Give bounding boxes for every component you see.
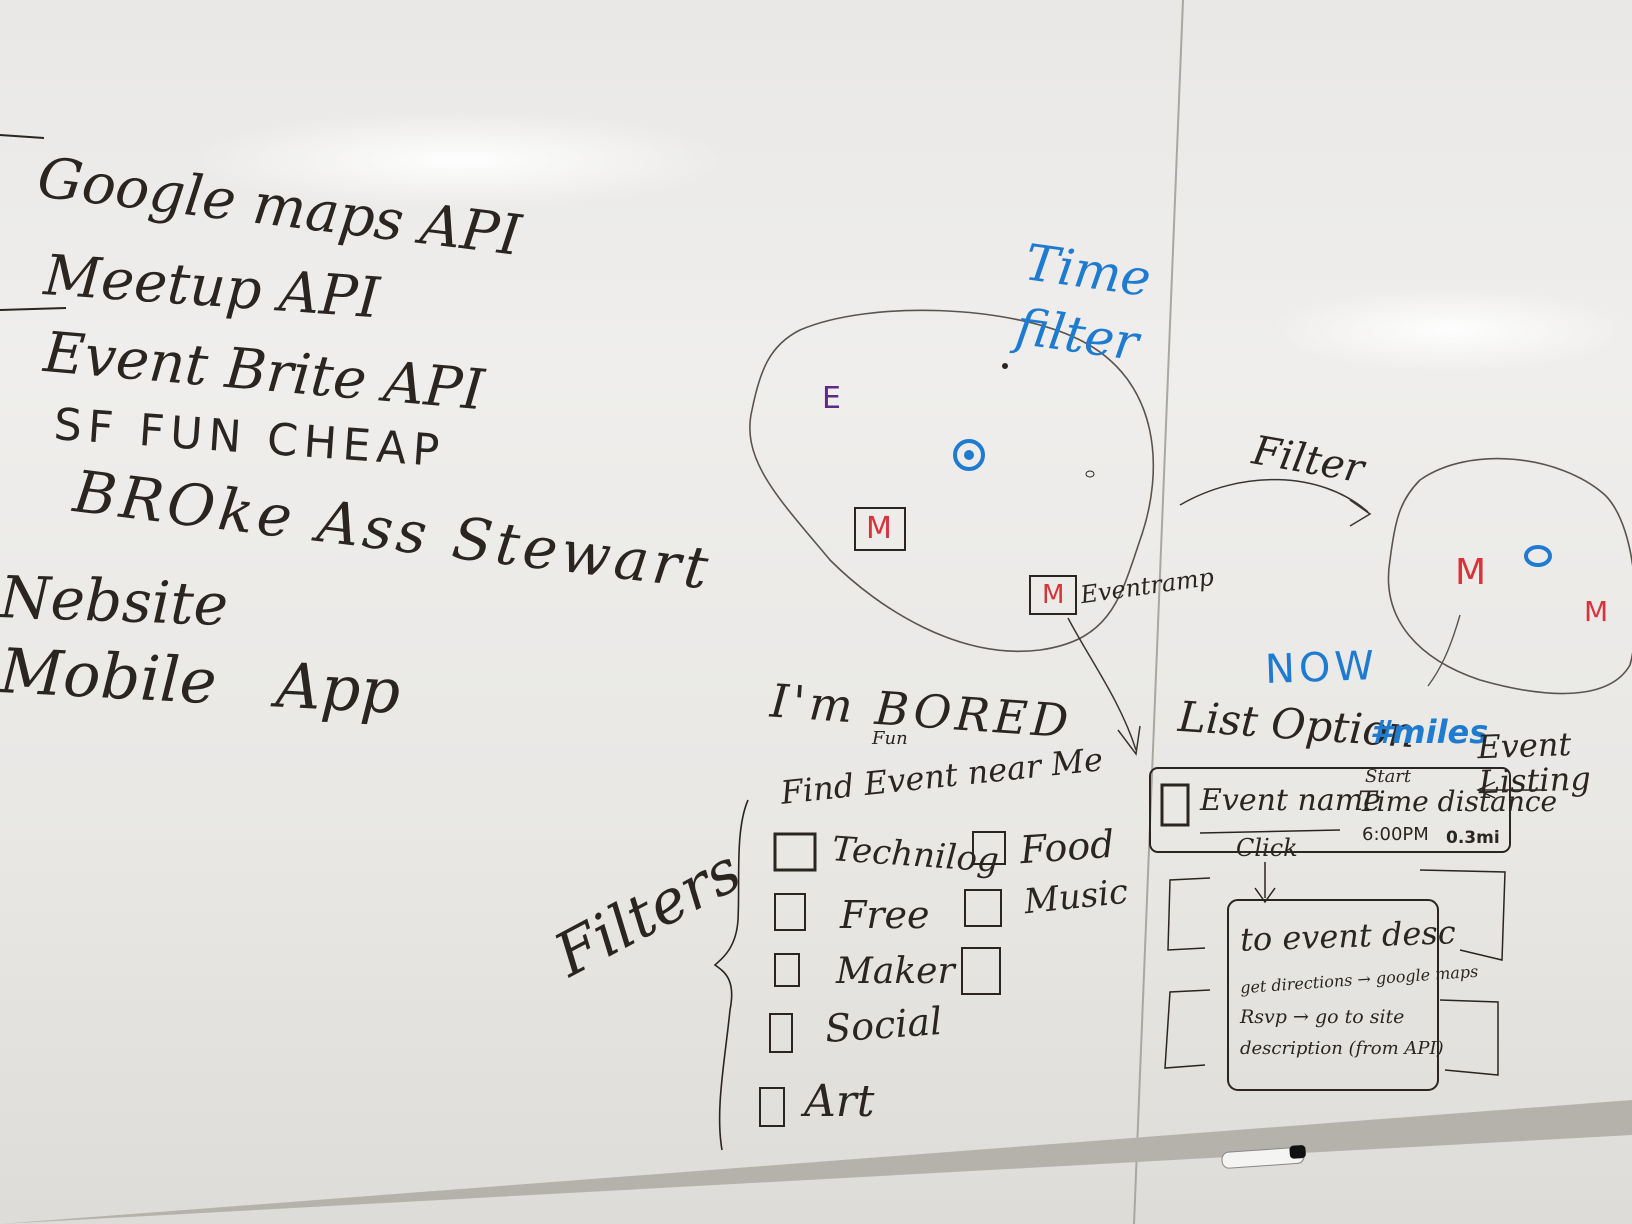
click-label: Click: [1236, 834, 1298, 862]
map-dot: [1085, 470, 1095, 478]
event-desc-box: [1227, 899, 1439, 1091]
filtered-map-outline: [1387, 457, 1632, 695]
listing-row-ghost: [1164, 989, 1211, 1069]
description-line: description (from API): [1240, 1038, 1444, 1059]
event-distance-value: 0.3mi: [1446, 828, 1500, 848]
arrowhead: [1349, 499, 1372, 527]
checkbox-art[interactable]: [759, 1087, 785, 1127]
rsvp-line: Rsvp → go to site: [1240, 1006, 1405, 1028]
event-row-outline[interactable]: [1149, 767, 1511, 853]
fun-annotation: Fun: [872, 728, 908, 749]
board-seam: [1133, 0, 1184, 1224]
listing-row-ghost: [1419, 869, 1506, 961]
event-row-thumbnail: [1160, 783, 1190, 827]
filter-label-social: Social: [823, 998, 944, 1052]
platform-website: Nebsite: [0, 563, 230, 639]
map-pointer: [1427, 614, 1461, 687]
map-area-outline: [749, 309, 1155, 652]
blue-location-pin: [953, 439, 985, 471]
listing-row-ghost: [1439, 999, 1499, 1076]
checkbox-free[interactable]: [774, 893, 806, 931]
eventramp-arrow: [1067, 617, 1137, 751]
filter-label-free: Free: [840, 893, 930, 937]
marker-tray: [0, 1100, 1632, 1224]
filter-arrow: [1179, 478, 1369, 513]
filter-label-maker: Maker: [836, 951, 955, 992]
start-label: Start: [1365, 766, 1412, 787]
filtered-meetup-marker: M: [1584, 595, 1609, 628]
checkbox-music[interactable]: [964, 889, 1002, 927]
miles-label: #miles: [1370, 713, 1489, 751]
time-distance-label: Time distance: [1358, 785, 1558, 818]
now-label: NOW: [1264, 643, 1379, 693]
meetup-marker-box: [854, 507, 906, 551]
filter-label-art: Art: [804, 1076, 875, 1127]
checkbox-social[interactable]: [769, 1013, 793, 1053]
checkbox-technology[interactable]: [773, 832, 817, 872]
arrowhead: [1254, 887, 1276, 904]
margin-stroke: [0, 134, 45, 139]
checkbox-blank[interactable]: [961, 947, 1001, 995]
arrowhead: [1117, 725, 1141, 756]
eventbrite-marker: E: [822, 381, 841, 416]
eventramp-marker-box: [1029, 575, 1077, 615]
blue-location-pin: [1524, 545, 1552, 567]
margin-stroke: [0, 307, 67, 311]
marker-pen: [1221, 1145, 1306, 1169]
filters-brace: [713, 799, 749, 1151]
filter-label-technology: Technilog: [830, 829, 1001, 881]
filter-label-food: Food: [1018, 821, 1116, 873]
meetup-marker: M: [866, 511, 892, 546]
blue-location-dot: [964, 450, 974, 460]
filter-label-music: Music: [1022, 871, 1130, 923]
event-time-value: 6:00PM: [1362, 824, 1429, 845]
checkbox-food[interactable]: [972, 831, 1006, 865]
time-filter-label: Time filter: [1012, 233, 1155, 373]
arrowhead: [1476, 781, 1496, 799]
filtered-meetup-marker: M: [1455, 552, 1487, 593]
event-desc-title: to event desc: [1239, 913, 1457, 959]
event-name-underline: [1199, 829, 1341, 834]
eventramp-marker: M: [1042, 580, 1065, 610]
event-name-label[interactable]: Event name: [1200, 783, 1381, 818]
listing-row-ghost: [1167, 877, 1211, 951]
checkbox-maker[interactable]: [774, 953, 800, 987]
map-dot: [1002, 363, 1008, 369]
